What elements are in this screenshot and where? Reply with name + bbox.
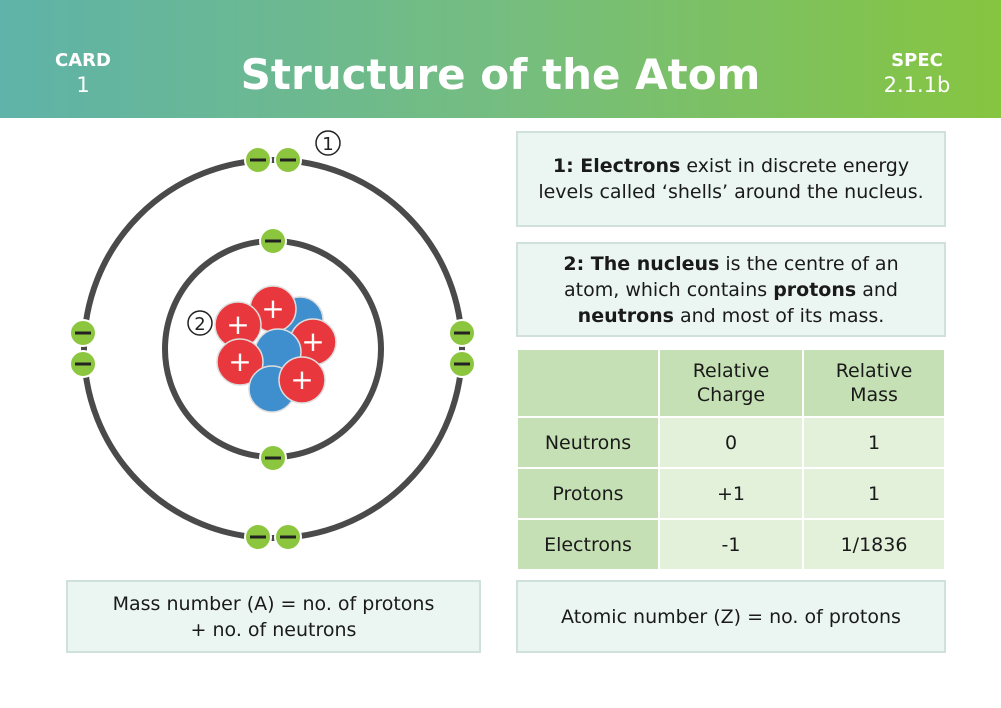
cell-mass: 1/1836 [802,518,946,571]
page-title: Structure of the Atom [240,50,761,99]
shells-fact-heading: 1: Electrons [552,155,681,177]
svg-text:+: + [290,363,313,396]
atomic-number-box: Atomic number (Z) = no. of protons [516,580,946,653]
electron [259,227,287,255]
spec-label: SPEC [891,50,943,71]
electron [244,523,272,551]
shell-label-1: 1 [315,130,341,156]
svg-text:+: + [261,292,284,325]
spec-id: SPEC 2.1.1b [877,50,957,97]
proton: + [249,285,297,333]
atomic-number-term: Atomic number (Z) [561,605,742,628]
electron [274,146,302,174]
card-number: 1 [76,73,90,97]
card-header: CARD 1 Structure of the Atom SPEC 2.1.1b [0,0,1001,118]
cell-charge: +1 [658,467,804,520]
card-label: CARD [55,50,111,71]
proton: + [278,356,326,404]
electron [259,444,287,472]
row-label: Electrons [516,518,660,571]
card-id: CARD 1 [43,50,123,97]
mass-number-term: Mass number (A) [112,592,275,615]
table-header-blank [516,348,660,418]
cell-mass: 1 [802,416,946,469]
nucleus-fact-heading: 2: The nucleus [563,252,720,275]
protons-bold: protons [773,278,857,301]
nucleus-text-1: is the centre of an atom, which contains [564,252,899,301]
svg-text:1: 1 [322,134,333,155]
row-label: Neutrons [516,416,660,469]
shells-fact-box: 1: Electrons exist in discrete energy le… [516,131,946,227]
atom-diagram: + + + + +1 2 [69,130,476,551]
nucleus-fact-box: 2: The nucleus is the centre of an atom,… [516,242,946,337]
cell-mass: 1 [802,467,946,520]
cell-charge: -1 [658,518,804,571]
cell-charge: 0 [658,416,804,469]
spec-number: 2.1.1b [883,73,951,97]
electron [274,523,302,551]
electron [448,350,476,378]
svg-text:2: 2 [194,314,205,335]
atomic-number-definition: = no. of protons [741,605,901,628]
electron [69,350,97,378]
electron [448,319,476,347]
svg-text:+: + [301,325,324,358]
electron [69,319,97,347]
mass-number-definition: = no. of protons + no. of neutrons [190,592,435,641]
svg-text:+: + [226,308,249,341]
table-header-charge: Relative Charge [658,348,804,418]
electron [244,146,272,174]
table-header-row: Relative Charge Relative Mass [516,348,946,418]
svg-text:+: + [228,345,251,378]
nucleus-label-2: 2 [187,310,213,336]
shells-fact-text: exist in discrete energy levels called ‘… [538,155,924,203]
proton: + [214,301,262,349]
table-header-mass: Relative Mass [802,348,946,418]
mass-number-box: Mass number (A) = no. of protons + no. o… [66,580,481,653]
nucleus-text-2: and [856,278,898,301]
nucleus-text-3: and most of its mass. [673,304,885,327]
outer-shell [81,157,465,541]
proton: + [216,338,264,386]
row-label: Protons [516,467,660,520]
neutrons-bold: neutrons [577,304,674,327]
